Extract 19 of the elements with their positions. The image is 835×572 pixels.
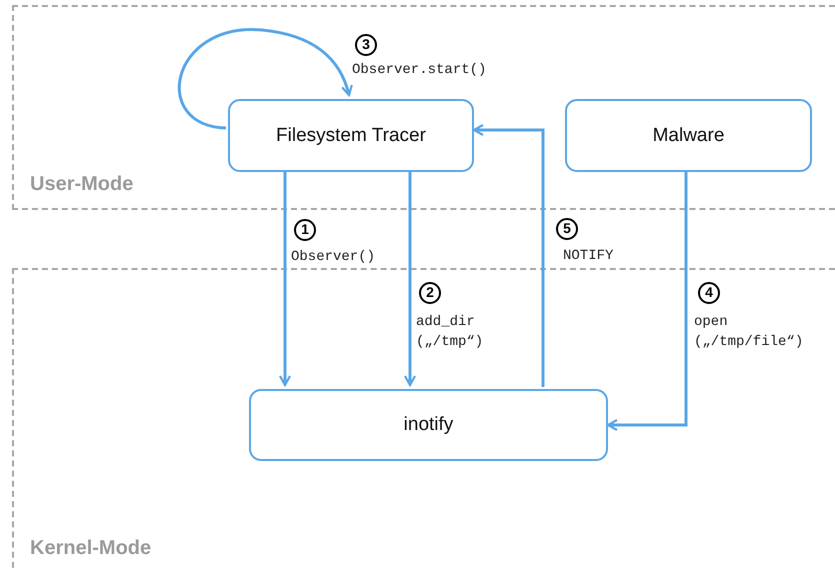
arrow [404,170,416,386]
mode-region [12,5,835,210]
step-number: 3 [355,34,377,56]
box-label: inotify [404,414,454,436]
arrow [278,170,292,386]
step-number: 4 [698,282,720,304]
arrow [178,28,352,130]
box-label: Malware [652,124,724,146]
arrow [472,124,544,387]
process-box [228,99,474,172]
region-title: User-Mode [30,173,134,196]
process-box [249,389,608,461]
region-title: Kernel-Mode [30,537,152,560]
process-box [565,99,812,172]
step-number: 2 [419,282,441,304]
step-number: 1 [294,219,316,241]
box-label: Filesystem Tracer [276,124,426,146]
step-number: 5 [556,218,578,240]
arrow [606,170,688,432]
